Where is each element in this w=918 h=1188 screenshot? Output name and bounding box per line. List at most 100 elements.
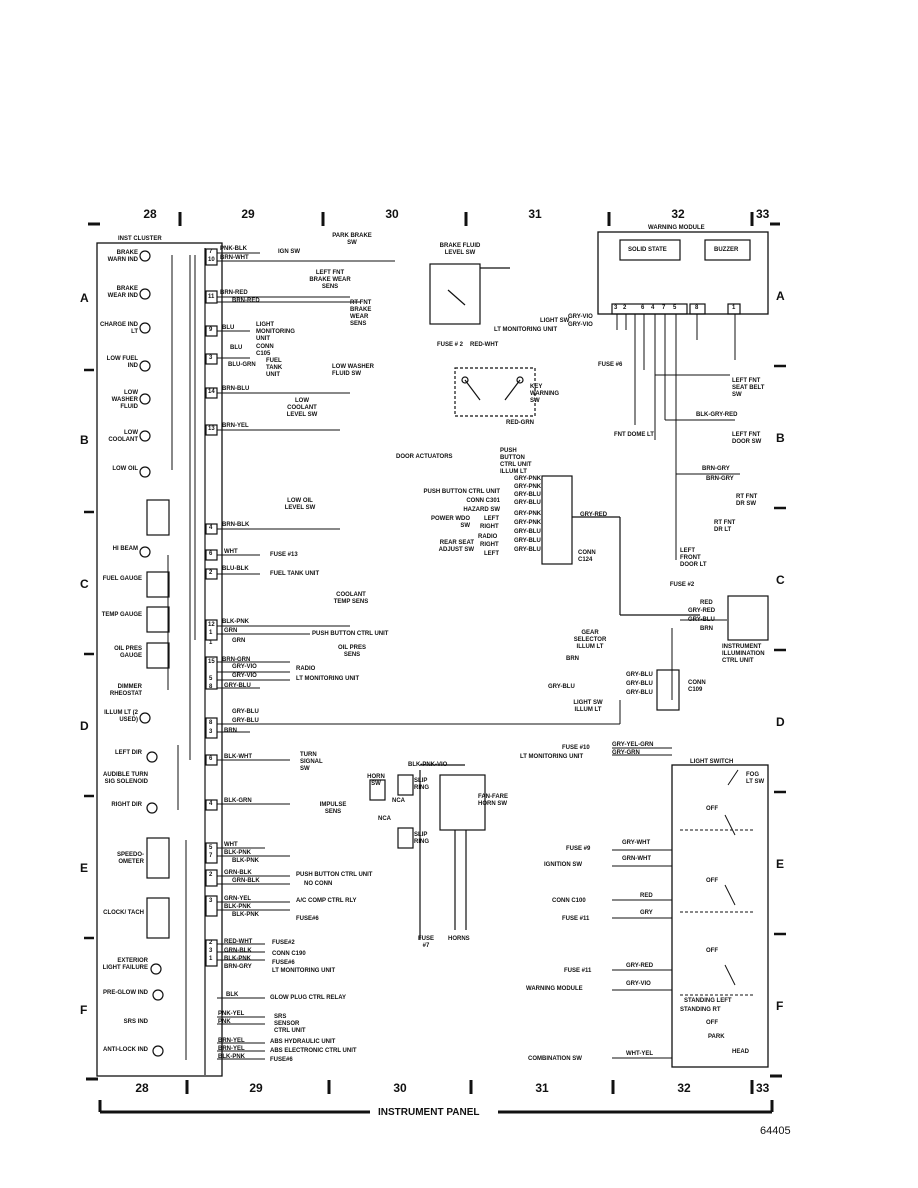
fuel-gauge-label: FUEL GAUGE (102, 576, 142, 582)
pin-6b: 6 (209, 756, 213, 762)
inst-illum-label: INSTRUMENT ILLUMINATION CTRL UNIT (722, 644, 765, 664)
pin-4b: 4 (209, 801, 213, 807)
brake-warn-label: BRAKE WARN IND (107, 250, 138, 263)
charge-label: CHARGE IND LT (99, 322, 138, 335)
lt-mon2-label: LT MONITORING UNIT (272, 968, 336, 974)
wire-pnk: PNK (218, 1019, 231, 1025)
wire-gry-pnk-a: GRY-PNK (514, 476, 542, 482)
pin-7b: 7 (209, 853, 213, 859)
wire-gry-vio-d: GRY-VIO (568, 322, 593, 328)
wire-blk-pnk-e: BLK-PNK (232, 912, 259, 918)
slip-ring-label-b: SLIP RING (414, 832, 429, 845)
pin-1c: 1 (209, 956, 213, 962)
pin-8a: 8 (209, 684, 213, 690)
turn-signal-label: TURN SIGNAL SW (300, 752, 323, 772)
row-label-d-right: D (776, 715, 785, 729)
pin-5a: 5 (209, 676, 213, 682)
audible-label: AUDIBLE TURN SIG SOLENOID (103, 772, 148, 785)
pin-8b: 8 (209, 720, 213, 726)
oil-pres-label: OIL PRES GAUGE (114, 646, 142, 659)
row-label-c-left: C (80, 577, 89, 591)
horn-sw-label: HORN SW (367, 774, 385, 787)
bottom-ruler (86, 1074, 782, 1094)
wire-gry: GRY (640, 910, 653, 916)
wire-blk-pnk-a: BLK-PNK (222, 619, 249, 625)
wire-gry-blu-i: GRY-BLU (688, 617, 715, 623)
light-mon-label: LIGHT MONITORING UNIT (256, 322, 295, 342)
wire-grn-blk-b: GRN-BLK (232, 878, 260, 884)
pin-3d: 3 (209, 948, 213, 954)
fuse9-label: FUSE #9 (566, 846, 591, 852)
fuse11b-label: FUSE #11 (564, 968, 592, 974)
fuse6-wm-label: FUSE #6 (598, 362, 623, 368)
low-washer-sw-label: LOW WASHER FLUID SW (332, 364, 374, 377)
hazard-label: HAZARD SW (463, 507, 500, 513)
wire-gry-pnk-b: GRY-PNK (514, 484, 542, 490)
wire-gry-vio-b: GRY-VIO (232, 673, 257, 679)
pin-10: 10 (208, 257, 215, 263)
col-label-33-top: 33 (756, 207, 770, 221)
col-label-31-top: 31 (528, 207, 542, 221)
light-sw-label: LIGHT SW (540, 318, 570, 324)
top-ruler (88, 212, 780, 226)
pin-6a: 6 (209, 551, 213, 557)
wire-blk-pnk-d: BLK-PNK (224, 904, 251, 910)
wire-gry-blu-g: GRY-BLU (514, 538, 541, 544)
wire-gry-vio-e: GRY-VIO (626, 981, 651, 987)
left-dir-label: LEFT DIR (115, 750, 142, 756)
low-oil-label: LOW OIL (112, 466, 138, 472)
fnt-dome-label: FNT DOME LT (614, 432, 654, 438)
pin-2c: 2 (209, 940, 213, 946)
col-label-32-bottom: 32 (677, 1081, 691, 1095)
left-label-a: LEFT (484, 516, 499, 522)
temp-gauge-label: TEMP GAUGE (101, 612, 142, 618)
warning-module-wires (616, 314, 740, 560)
row-label-f-right: F (776, 999, 784, 1013)
wm-pin-5: 5 (673, 305, 677, 311)
wire-brn-wht: BRN-WHT (220, 255, 249, 261)
wire-brn-gry-c: BRN-GRY (706, 476, 734, 482)
wire-grn-yel: GRN-YEL (224, 896, 251, 902)
col-label-31-bottom: 31 (535, 1081, 549, 1095)
wire-red-wht: RED-WHT (224, 939, 253, 945)
wire-red-grn: RED-GRN (506, 420, 534, 426)
row-ticks (84, 364, 786, 940)
wire-gry-blu-e: GRY-BLU (514, 500, 541, 506)
wm-pin-4: 4 (651, 305, 655, 311)
fuse2-label: FUSE#2 (272, 940, 295, 946)
nca-label-a: NCA (392, 798, 405, 804)
low-coolant-label: LOW COOLANT (108, 430, 138, 443)
cluster-wires (217, 252, 620, 1060)
wire-blk-pnk-c: BLK-PNK (232, 858, 259, 864)
wire-gry-wht: GRY-WHT (622, 840, 651, 846)
wire-gry-blu-a: GRY-BLU (224, 683, 251, 689)
abs-hyd-label: ABS HYDRAULIC UNIT (270, 1039, 336, 1045)
combination-sw-label: COMBINATION SW (528, 1056, 582, 1062)
wire-wht-yel: WHT-YEL (626, 1051, 653, 1057)
park-brake-label: PARK BRAKE SW (332, 233, 372, 246)
solid-state-box (619, 239, 681, 261)
off-label-c: OFF (706, 948, 718, 954)
low-oil-sw-label: LOW OIL LEVEL SW (284, 498, 316, 511)
pin-7a: 7 (209, 249, 213, 255)
wire-gry-blu-k: GRY-BLU (626, 672, 653, 678)
wire-blk-wht: BLK-WHT (224, 754, 252, 760)
wire-gry-blu-h: GRY-BLU (514, 547, 541, 553)
wire-gry-vio-a: GRY-VIO (232, 664, 257, 670)
pre-glow-label: PRE-GLOW IND (103, 990, 148, 996)
warning-module-box (597, 231, 769, 315)
col-label-32-top: 32 (671, 207, 685, 221)
pin-4a: 4 (209, 525, 213, 531)
wire-pnk-blk: PNK-BLK (220, 246, 247, 252)
rt-fnt-dr-lt-label: RT FNT DR LT (714, 520, 736, 533)
pin-15: 15 (208, 659, 215, 665)
conn-c124-label: CONN C124 (578, 550, 596, 563)
row-label-b-left: B (80, 433, 89, 447)
low-washer-label: LOW WASHER FLUID (111, 390, 138, 410)
pin-2a: 2 (209, 570, 213, 576)
wire-gry-blu-l: GRY-BLU (626, 681, 653, 687)
wire-brn-grn: BRN-GRN (222, 657, 251, 663)
abs-elec-label: ABS ELECTRONIC CTRL UNIT (270, 1048, 357, 1054)
wm-pin-2: 2 (623, 305, 627, 311)
anti-lock-label: ANTI-LOCK IND (103, 1047, 148, 1053)
